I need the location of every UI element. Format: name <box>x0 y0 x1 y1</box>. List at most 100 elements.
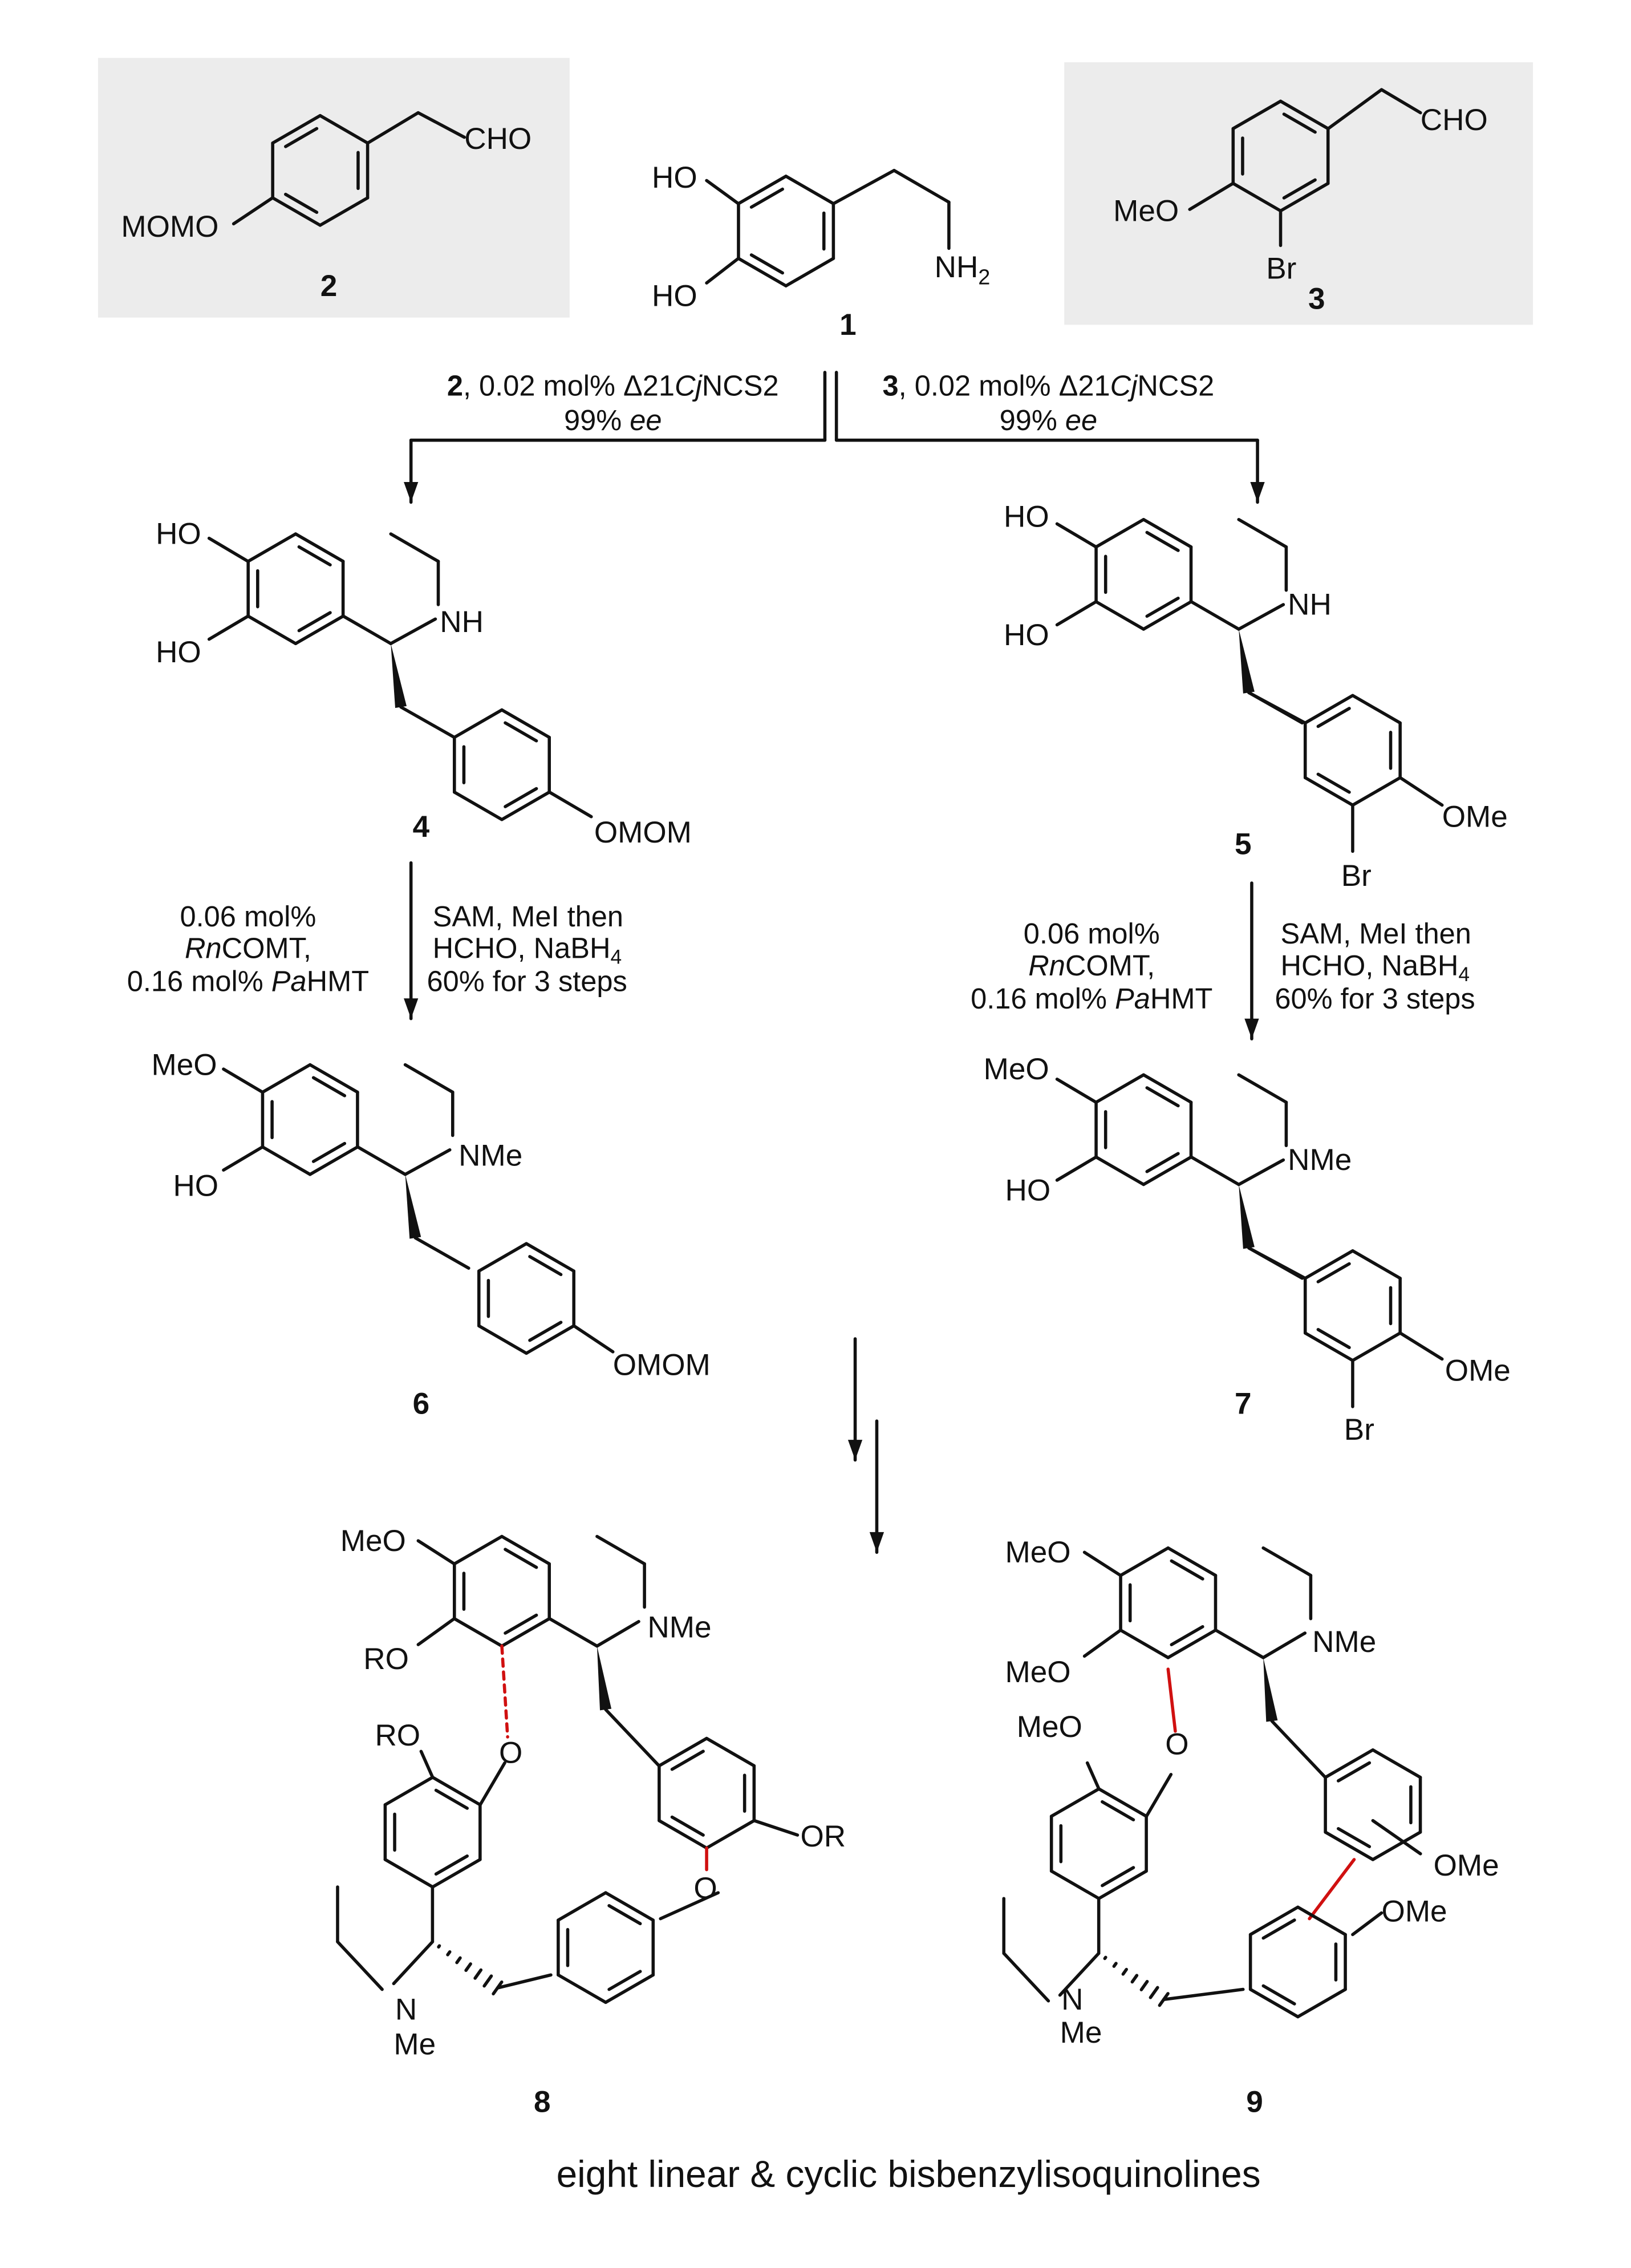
bond <box>413 1236 470 1270</box>
double-bond <box>1101 1866 1135 1888</box>
double-bond <box>504 787 538 808</box>
step1-left-conditions: 2, 0.02 mol% Δ21CjNCS2 <box>447 369 779 402</box>
hash-bond <box>1149 1986 1159 1999</box>
bond <box>1055 1078 1098 1104</box>
bond <box>1371 1819 1422 1856</box>
ring-bond <box>294 532 345 563</box>
double-bond <box>749 253 784 275</box>
step1-right-conditions: 3, 0.02 mol% Δ21CjNCS2 <box>882 369 1214 402</box>
bond <box>366 111 420 145</box>
hash-bond <box>464 1962 472 1973</box>
wedge-bond <box>1239 1184 1255 1249</box>
ring-bond <box>1119 1629 1170 1659</box>
step2-arrows <box>404 861 1259 1040</box>
ring-bond <box>383 1776 435 1807</box>
ring-bond <box>737 257 788 287</box>
bond <box>207 614 250 641</box>
double-bond <box>434 1854 469 1876</box>
c7-ho: HO <box>1005 1173 1051 1207</box>
step2-left-enzymes: 0.06 mol% RnCOMT, 0.16 mol% PaHMT <box>127 900 369 998</box>
wedge-bond <box>1239 629 1255 694</box>
c6-ho: HO <box>173 1169 218 1203</box>
hash-bond <box>1130 1974 1139 1984</box>
bond <box>1237 517 1288 549</box>
double-bond <box>1145 530 1180 552</box>
bond <box>595 1534 646 1566</box>
bond <box>416 1617 456 1646</box>
c3-cho: CHO <box>1421 103 1488 137</box>
ring-bond <box>1231 99 1283 131</box>
c9-me: Me <box>1060 2016 1102 2050</box>
double-bond <box>1316 1262 1351 1283</box>
ring-bond <box>318 114 370 145</box>
wedge-bond <box>597 1646 612 1711</box>
arrow-head-icon <box>1244 1018 1259 1039</box>
bond <box>752 1819 800 1837</box>
svg-text:SAM, MeI then: SAM, MeI then <box>1281 917 1471 950</box>
c4-nh: NH <box>440 605 484 639</box>
c5-nh: NH <box>1288 588 1332 622</box>
ring-bond <box>604 1891 655 1922</box>
hash-bond <box>455 1956 462 1965</box>
compound-9-structure <box>1002 1546 1422 2019</box>
bond <box>403 1063 455 1094</box>
double-bond <box>297 545 332 567</box>
c8-o1: O <box>499 1736 522 1770</box>
wedge-bond <box>405 1174 421 1239</box>
ring-bond <box>1166 1629 1218 1659</box>
c2-cho: CHO <box>464 122 532 156</box>
ring-bond <box>1231 181 1283 213</box>
bond <box>1380 88 1422 115</box>
ring-bond <box>1351 1331 1402 1362</box>
c7-br: Br <box>1344 1413 1374 1447</box>
bond <box>478 1761 506 1807</box>
bond <box>547 790 593 819</box>
svg-text:0.06 mol%: 0.06 mol% <box>1024 917 1160 950</box>
double-bond <box>1316 1328 1351 1350</box>
double-bond <box>1316 707 1351 728</box>
ring-bond <box>453 708 504 739</box>
ring-bond <box>271 114 322 145</box>
bond <box>1188 181 1235 211</box>
ring-bond <box>383 1858 435 1889</box>
bond <box>207 536 250 563</box>
svg-text:0.16 mol% PaHMT: 0.16 mol% PaHMT <box>971 982 1212 1015</box>
ring-bond <box>1248 1987 1300 2019</box>
bond <box>892 169 951 204</box>
double-bond <box>1336 1826 1372 1849</box>
wedge-bond <box>391 643 407 708</box>
double-bond <box>670 1815 705 1837</box>
c7-meo: MeO <box>984 1052 1049 1086</box>
svg-text:60% for 3 steps: 60% for 3 steps <box>427 965 627 998</box>
bond <box>403 1148 452 1176</box>
double-bond <box>1316 772 1351 794</box>
bond <box>1002 1951 1050 2003</box>
bond <box>1247 691 1307 725</box>
c9-o1: O <box>1165 1727 1188 1761</box>
double-bond <box>311 1141 347 1163</box>
bond <box>547 1617 599 1648</box>
double-bond <box>670 1749 705 1771</box>
ring-bond <box>500 708 551 739</box>
svg-text:HCHO, NaBH4: HCHO, NaBH4 <box>433 932 622 968</box>
c6-omom: OMOM <box>613 1348 711 1382</box>
bond <box>336 1940 384 1991</box>
double-bond <box>1145 1152 1180 1173</box>
new-bond <box>1166 1667 1177 1733</box>
ring-bond <box>1351 1249 1402 1280</box>
c9-meo3: MeO <box>1017 1710 1082 1744</box>
arrow-head-icon <box>404 482 419 503</box>
step2-right-enzymes: 0.06 mol% RnCOMT, 0.16 mol% PaHMT <box>971 917 1212 1015</box>
ring-bond <box>1119 1546 1170 1577</box>
bond <box>1351 1911 1383 1937</box>
arrow-head-icon <box>847 1440 863 1460</box>
bond <box>1058 1951 1101 1997</box>
ring-bond <box>271 196 322 227</box>
step1-left-ee: 99% ee <box>564 404 662 436</box>
bond <box>1055 522 1098 549</box>
ring-bond <box>477 1324 528 1355</box>
compound-4-structure <box>207 532 593 821</box>
ring-bond <box>453 1534 504 1566</box>
hash-bond <box>1112 1962 1118 1968</box>
c5-ho-bottom: HO <box>1004 618 1049 652</box>
